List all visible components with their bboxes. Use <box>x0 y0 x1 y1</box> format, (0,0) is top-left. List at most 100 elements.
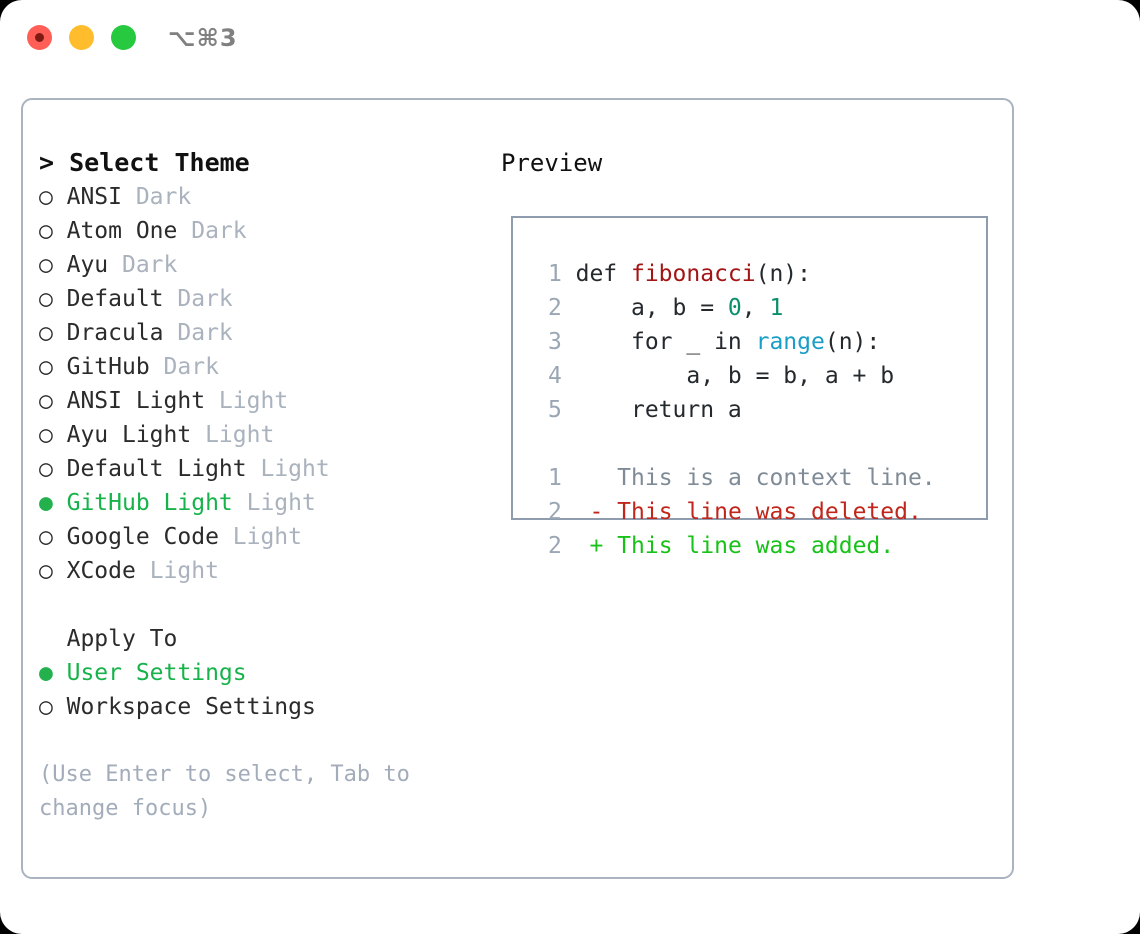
radio-unselected-icon: ○ <box>39 422 53 448</box>
theme-option-variant-tag: Dark <box>108 252 178 278</box>
theme-option-xcode[interactable]: ○ XCode Light <box>39 554 499 588</box>
code-line-number: 3 <box>547 329 562 355</box>
apply-to-option-workspace-settings[interactable]: ○ Workspace Settings <box>39 690 499 724</box>
radio-selected-icon: ● <box>39 660 53 686</box>
title-bar: ⌥⌘3 <box>0 0 1140 78</box>
radio-unselected-icon: ○ <box>39 694 53 720</box>
theme-option-variant-tag: Light <box>205 388 289 414</box>
code-token-plain: a, b = <box>575 295 728 321</box>
theme-option-list: ○ANSI Dark○Atom One Dark○Ayu Dark○Defaul… <box>39 180 499 588</box>
code-token-keyword: for _ in <box>575 329 756 355</box>
diff-text: This is a context line. <box>617 465 936 491</box>
radio-unselected-icon: ○ <box>39 218 53 244</box>
theme-option-default[interactable]: ○Default Dark <box>39 282 499 316</box>
theme-option-variant-tag: Dark <box>121 184 192 210</box>
apply-to-option-label: User Settings <box>66 660 247 686</box>
code-line: 5 return a <box>525 393 986 427</box>
code-token-number: 0 <box>727 295 742 321</box>
apply-to-option-label: Workspace Settings <box>66 694 316 720</box>
maximize-button-icon[interactable] <box>111 25 136 50</box>
code-line-number: 4 <box>547 363 562 389</box>
radio-unselected-icon: ○ <box>39 320 53 346</box>
theme-option-variant-tag: Light <box>232 490 316 516</box>
diff-marker <box>589 465 603 491</box>
keyboard-shortcut-label: ⌥⌘3 <box>168 24 238 52</box>
radio-unselected-icon: ○ <box>39 354 53 380</box>
theme-option-variant-tag: Light <box>246 456 330 482</box>
theme-option-ansi-light[interactable]: ○ ANSI Light Light <box>39 384 499 418</box>
theme-option-label: Dracula <box>66 320 164 346</box>
diff-line-number: 2 <box>547 499 562 525</box>
code-line-number: 1 <box>547 261 562 287</box>
theme-option-variant-tag: Dark <box>149 354 219 380</box>
theme-option-ayu[interactable]: ○Ayu Dark <box>39 248 499 282</box>
diff-line-context: 1 This is a context line. <box>525 461 986 495</box>
diff-text: This line was deleted. <box>617 499 922 525</box>
theme-option-label: GitHub Light <box>66 490 233 516</box>
minimize-button-icon[interactable] <box>69 25 94 50</box>
radio-unselected-icon: ○ <box>39 388 53 414</box>
theme-option-variant-tag: Light <box>191 422 275 448</box>
theme-option-variant-tag: Light <box>218 524 303 550</box>
diff-line-content: - This line was deleted. <box>576 499 922 525</box>
theme-option-github-light[interactable]: ●GitHub Light Light <box>39 486 499 520</box>
code-diff-spacer <box>525 427 986 461</box>
traffic-light-group <box>27 25 136 50</box>
apply-to-option-user-settings[interactable]: ● User Settings <box>39 656 499 690</box>
radio-unselected-icon: ○ <box>39 524 53 550</box>
diff-text: This line was added. <box>617 533 895 559</box>
theme-option-variant-tag: Dark <box>163 286 233 312</box>
diff-line-added: 2 + This line was added. <box>525 529 986 563</box>
diff-line-number: 2 <box>547 533 562 559</box>
close-button-icon[interactable] <box>27 25 52 50</box>
apply-to-option-list: ● User Settings ○ Workspace Settings <box>39 656 499 724</box>
theme-option-label: ANSI Light <box>66 388 206 414</box>
theme-option-dracula[interactable]: ○ Dracula Dark <box>39 316 499 350</box>
code-token-plain: (n): <box>755 261 811 287</box>
code-token-keyword: def <box>575 261 631 287</box>
theme-option-variant-tag: Dark <box>177 218 247 244</box>
theme-option-label: Ayu Light <box>66 422 192 448</box>
code-token-plain: (n): <box>824 329 881 355</box>
theme-option-label: Atom One <box>66 218 178 244</box>
select-theme-header: > Select Theme <box>39 148 250 177</box>
theme-selection-dialog: > Select Theme ○ANSI Dark○Atom One Dark○… <box>21 98 1014 879</box>
code-token-plain: a, b = b, a + b <box>575 363 895 389</box>
code-token-number: 1 <box>769 295 784 321</box>
theme-option-label: Default <box>66 286 164 312</box>
theme-option-google-code[interactable]: ○ Google Code Light <box>39 520 499 554</box>
code-line: 4 a, b = b, a + b <box>525 359 986 393</box>
code-token-function: fibonacci <box>630 261 756 287</box>
theme-option-variant-tag: Dark <box>163 320 233 346</box>
code-line: 2 a, b = 0, 1 <box>525 291 986 325</box>
diff-sample: 1 This is a context line. 2 - This line w… <box>525 461 986 563</box>
section-spacer <box>39 588 499 622</box>
theme-picker-pane: > Select Theme ○ANSI Dark○Atom One Dark○… <box>39 146 499 826</box>
theme-option-label: Google Code <box>66 524 219 550</box>
code-line-number: 2 <box>547 295 562 321</box>
theme-option-label: XCode <box>66 558 136 584</box>
diff-marker: - <box>589 499 604 525</box>
code-token-call: range <box>755 329 825 355</box>
diff-line-content: + This line was added. <box>576 533 895 559</box>
code-line-number: 5 <box>547 397 562 423</box>
diff-line-number: 1 <box>547 465 562 491</box>
theme-option-ansi[interactable]: ○ANSI Dark <box>39 180 499 214</box>
radio-unselected-icon: ○ <box>39 558 53 584</box>
theme-option-label: ANSI <box>66 184 122 210</box>
apply-to-header-marker-spacer: ○ <box>39 622 67 656</box>
preview-title: Preview <box>501 149 603 177</box>
theme-option-github[interactable]: ○GitHub Dark <box>39 350 499 384</box>
diff-line-content: This is a context line. <box>576 465 936 491</box>
theme-option-label: Default Light <box>66 456 247 482</box>
diff-marker: + <box>589 533 604 559</box>
theme-option-ayu-light[interactable]: ○ Ayu Light Light <box>39 418 499 452</box>
theme-option-variant-tag: Light <box>135 558 219 584</box>
radio-unselected-icon: ○ <box>39 252 53 278</box>
code-token-plain: , <box>741 295 770 321</box>
theme-option-default-light[interactable]: ○Default Light Light <box>39 452 499 486</box>
theme-option-atom-one[interactable]: ○ Atom One Dark <box>39 214 499 248</box>
